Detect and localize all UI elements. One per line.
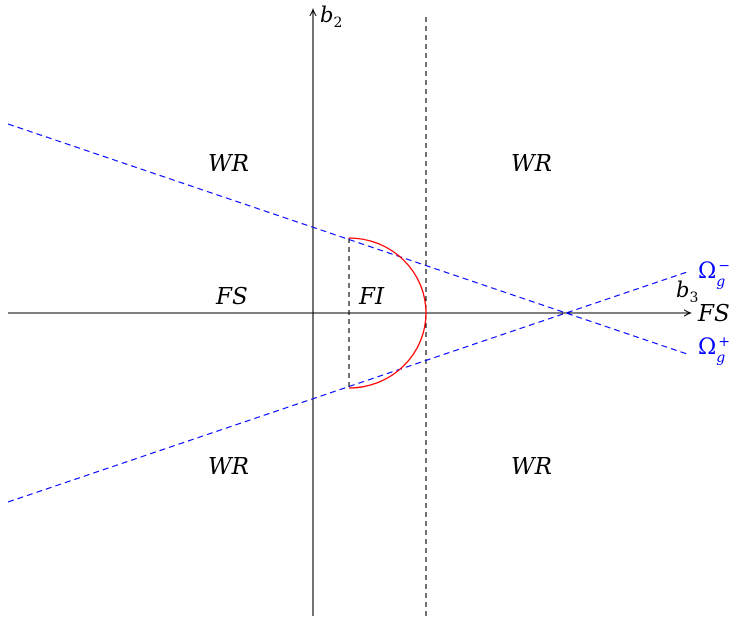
b2-axis-label: b2 [320, 3, 342, 31]
omega-minus-label: Ωg− [698, 258, 730, 290]
fi-boundary-arc [348, 237, 427, 389]
omega-plus-line [7, 123, 691, 356]
omega-minus-line [7, 270, 691, 503]
region-wr-bottom-left: WR [208, 454, 249, 480]
region-wr-bottom-right: WR [511, 454, 552, 480]
omega-plus-label: Ωg+ [698, 334, 730, 366]
region-fi: FI [358, 284, 385, 310]
region-wr-top-right: WR [511, 151, 552, 177]
region-fs-right: FS [697, 301, 730, 327]
region-fs-left: FS [215, 284, 248, 310]
b3-axis-label: b3 [676, 278, 698, 306]
region-wr-top-left: WR [208, 151, 249, 177]
